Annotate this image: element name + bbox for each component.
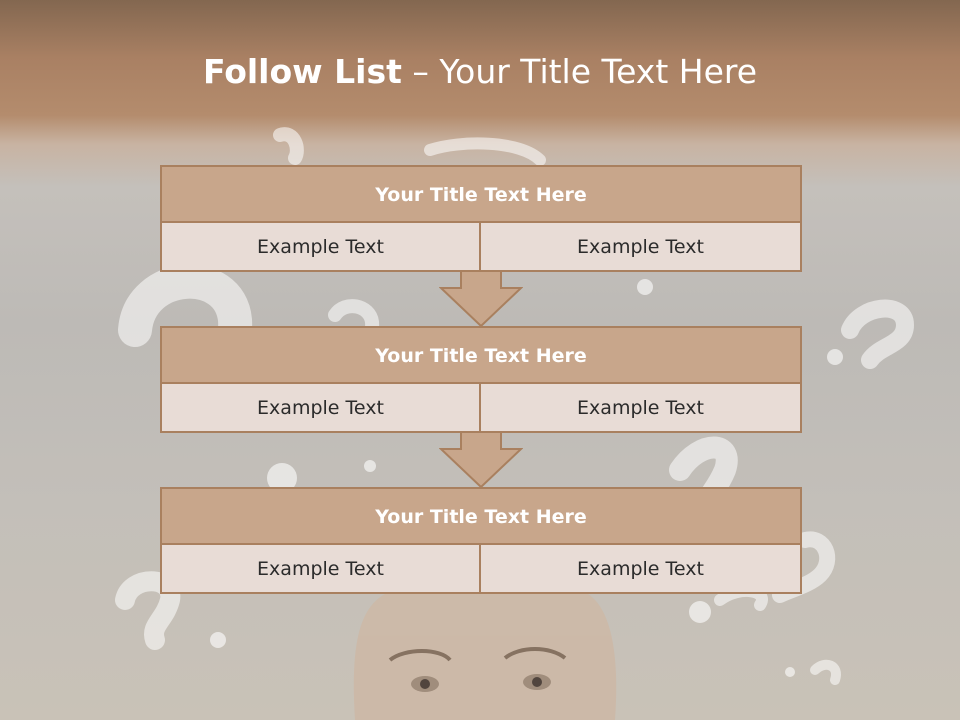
question-mark-shape [424,137,546,166]
step-right-text: Example Text [479,543,802,594]
dot-shape [785,667,795,677]
question-mark-shape [841,299,915,369]
question-mark-shape [115,571,181,650]
step-left-text: Example Text [160,382,481,433]
step-block-3: Your Title Text Here Example Text Exampl… [160,487,802,594]
dot-shape [364,460,376,472]
step-right-text: Example Text [479,221,802,272]
step-left-text: Example Text [160,543,481,594]
question-mark-shape [810,659,841,685]
dot-shape [637,279,653,295]
dot-shape [827,349,843,365]
step-right-text: Example Text [479,382,802,433]
step-title: Your Title Text Here [160,165,802,225]
step-title: Your Title Text Here [160,487,802,547]
step-title: Your Title Text Here [160,326,802,386]
dot-shape [689,601,711,623]
down-arrow-icon [439,270,523,328]
step-block-2: Your Title Text Here Example Text Exampl… [160,326,802,433]
step-left-text: Example Text [160,221,481,272]
slide-title: Follow List – Your Title Text Here [0,52,960,91]
dot-shape [267,463,297,493]
down-arrow-icon [439,431,523,489]
question-mark-shape [273,127,304,165]
slide-title-bold: Follow List [202,52,402,91]
face-illustration [353,590,617,720]
slide-title-rest: – Your Title Text Here [401,52,758,91]
dot-shape [210,632,226,648]
step-block-1: Your Title Text Here Example Text Exampl… [160,165,802,272]
